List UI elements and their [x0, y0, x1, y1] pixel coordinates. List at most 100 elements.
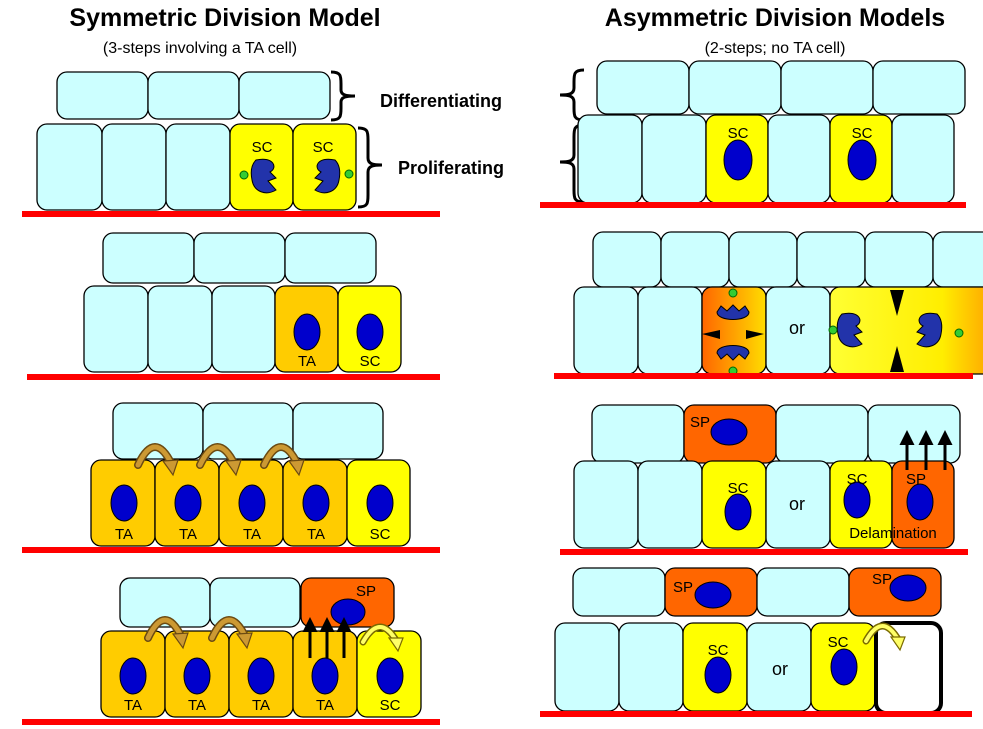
sc-label: SC — [708, 642, 729, 659]
curved-arrowhead — [235, 632, 253, 650]
spindle-pole — [702, 330, 720, 339]
sc-label: SC — [828, 634, 849, 651]
epithelial-cell — [102, 232, 195, 284]
centrosome — [728, 288, 738, 298]
nucleus — [843, 481, 871, 519]
nucleus — [724, 493, 752, 531]
epithelial-cell — [284, 232, 377, 284]
epithelial-cell — [209, 577, 301, 628]
epithelial-cell — [592, 231, 662, 288]
centrosome — [954, 328, 964, 338]
chromosome — [916, 312, 943, 348]
epithelial-cell — [211, 285, 276, 373]
sp-label: SP — [356, 583, 376, 600]
ta-label: TA — [298, 353, 316, 370]
nucleus — [330, 598, 366, 626]
basal-membrane — [22, 547, 440, 553]
curved-arrowhead — [224, 459, 242, 477]
left-subtitle: (3-steps involving a TA cell) — [103, 40, 297, 57]
epithelial-cell — [573, 286, 639, 375]
centrosome — [828, 325, 838, 335]
ta-label: TA — [252, 697, 270, 714]
epithelial-cell — [618, 622, 684, 712]
epithelial-cell — [165, 123, 231, 211]
or-label: or — [789, 494, 805, 514]
basal-membrane — [22, 211, 440, 217]
curved-arrow — [145, 617, 185, 641]
epithelial-cell — [83, 285, 149, 373]
curved-arrowhead — [387, 637, 404, 653]
or-label: or — [789, 318, 805, 338]
chromosome — [314, 158, 341, 194]
nucleus — [311, 657, 339, 695]
spindle-pole — [746, 330, 764, 339]
nucleus — [889, 574, 927, 602]
epithelial-cell — [637, 460, 703, 549]
curved-arrowhead — [287, 459, 305, 477]
epithelial-cell — [591, 404, 685, 464]
epithelial-cell — [573, 460, 639, 549]
epithelial-cell — [554, 622, 620, 712]
spindle-pole — [890, 290, 904, 316]
nucleus — [847, 139, 877, 181]
ta-label: TA — [124, 697, 142, 714]
epithelial-cell — [238, 71, 331, 120]
sp-label: SP — [872, 571, 892, 588]
curved-arrow — [197, 444, 238, 468]
epithelial-cell — [756, 567, 850, 617]
epithelial-cell — [637, 286, 703, 375]
brace-differentiating-right — [559, 68, 585, 122]
sp-label: SP — [906, 471, 926, 488]
curved-arrow — [135, 444, 175, 468]
epithelial-cell — [577, 114, 643, 204]
epithelial-cell — [767, 114, 831, 204]
ta-label: TA — [179, 526, 197, 543]
right-subtitle: (2-steps; no TA cell) — [705, 40, 846, 57]
differentiating-label: Differentiating — [380, 91, 502, 111]
curved-arrow — [261, 444, 301, 468]
epithelial-cell — [101, 123, 167, 211]
nucleus — [119, 657, 147, 695]
sp-label: SP — [673, 579, 693, 596]
cell-labels: SC SC TA SC TA TA TA TA SC SP TA TA TA T… — [115, 125, 937, 714]
sc-label: SC — [728, 125, 749, 142]
epithelial-cell — [596, 60, 690, 115]
sp-label: SP — [690, 414, 710, 431]
or-label: or — [772, 659, 788, 679]
basal-membrane — [27, 374, 440, 380]
epithelial-cell — [872, 60, 966, 115]
nucleus — [356, 313, 384, 351]
epithelial-cell — [728, 231, 798, 288]
epithelial-cell — [688, 60, 782, 115]
sc-label: SC — [847, 471, 868, 488]
epithelial-cell — [780, 60, 874, 115]
epithelial-cell — [796, 231, 866, 288]
ta-label: TA — [115, 526, 133, 543]
nucleus — [302, 484, 330, 522]
epithelial-cell — [864, 231, 934, 288]
epithelial-cell — [775, 404, 869, 464]
curved-arrowhead — [889, 636, 906, 652]
right-title: Asymmetric Division Models — [605, 4, 945, 32]
epithelial-cell — [147, 71, 240, 120]
epithelial-cell — [891, 114, 955, 204]
ta-label: TA — [243, 526, 261, 543]
ta-label: TA — [188, 697, 206, 714]
empty-cell-space — [874, 621, 943, 715]
nucleus — [830, 648, 858, 686]
proliferating-label: Proliferating — [398, 158, 504, 178]
epithelial-cell — [193, 232, 286, 284]
chromosome — [250, 158, 277, 194]
epithelial-cell — [36, 123, 103, 211]
nucleus — [723, 139, 753, 181]
brace-proliferating-right — [559, 123, 585, 204]
nucleus — [694, 581, 732, 609]
basal-membrane — [560, 549, 968, 555]
dividing-cell — [701, 286, 767, 375]
sc-label: SC — [852, 125, 873, 142]
basal-membrane — [22, 719, 440, 725]
spindle-pole — [890, 346, 904, 372]
nucleus — [238, 484, 266, 522]
epithelial-cell — [292, 402, 384, 460]
